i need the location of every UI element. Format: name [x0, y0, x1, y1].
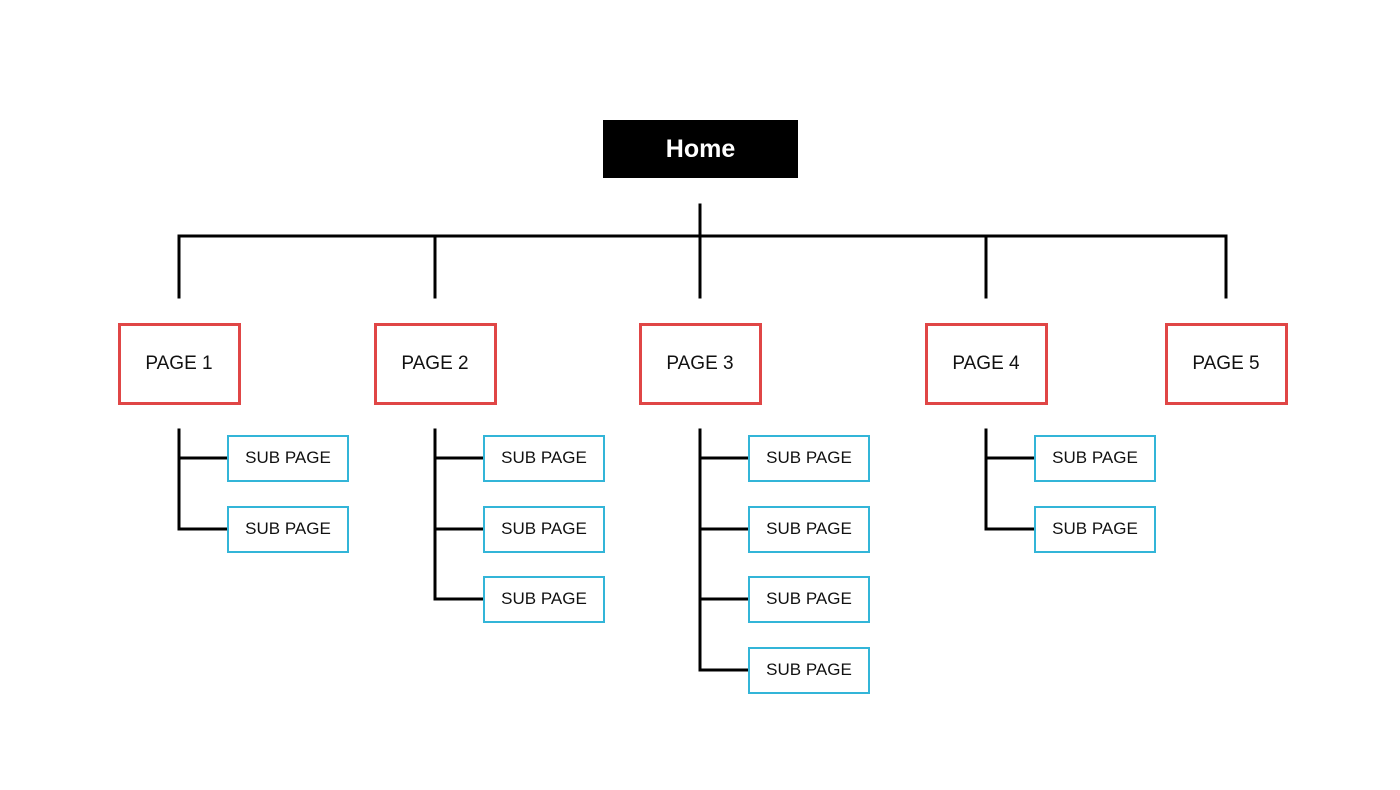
subpage-node: SUB PAGE — [748, 434, 870, 482]
subpage-node: SUB PAGE — [227, 505, 349, 553]
subpage-node: SUB PAGE — [1034, 434, 1156, 482]
page-5-node: PAGE 5 — [1164, 323, 1288, 405]
page-1-node: PAGE 1 — [117, 323, 241, 405]
subpage-node: SUB PAGE — [483, 575, 605, 623]
page-2-node: PAGE 2 — [373, 323, 497, 405]
home-node: Home — [603, 120, 798, 178]
subpage-node: SUB PAGE — [748, 505, 870, 553]
page-4-node: PAGE 4 — [924, 323, 1048, 405]
subpage-node: SUB PAGE — [748, 646, 870, 694]
subpage-node: SUB PAGE — [1034, 505, 1156, 553]
subpage-node: SUB PAGE — [483, 434, 605, 482]
subpage-node: SUB PAGE — [483, 505, 605, 553]
page-3-node: PAGE 3 — [638, 323, 762, 405]
subpage-node: SUB PAGE — [227, 434, 349, 482]
subpage-node: SUB PAGE — [748, 575, 870, 623]
